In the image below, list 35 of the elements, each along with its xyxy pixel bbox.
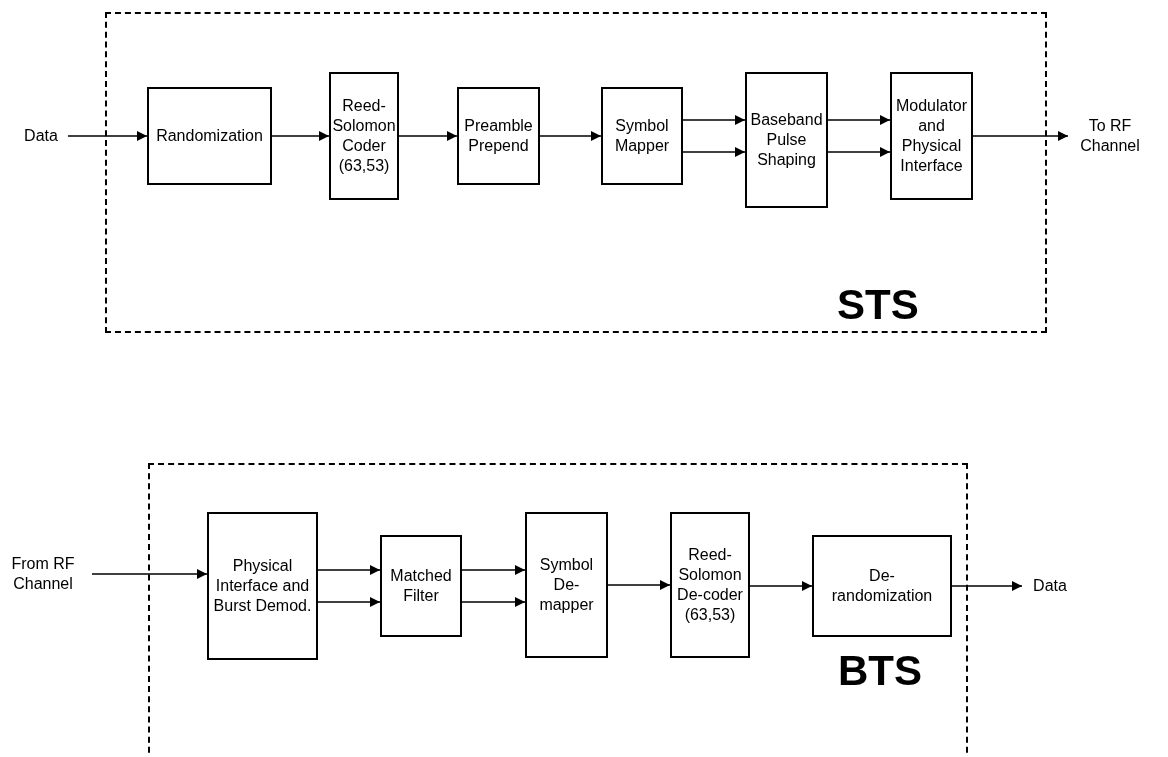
section-label: BTS [838,650,922,692]
io-label: To RF Channel [1074,114,1146,158]
arrow [91,569,208,579]
process-box: Baseband Pulse Shaping [745,72,828,208]
arrow [607,580,671,590]
process-box: Reed- Solomon Coder (63,53) [329,72,399,200]
arrow [317,565,381,575]
arrow [317,597,381,607]
process-box: Physical Interface and Burst Demod. [207,512,318,660]
process-box: Matched Filter [380,535,462,637]
arrow [461,597,526,607]
process-box: Randomization [147,87,272,185]
process-box: Modulator and Physical Interface [890,72,973,200]
process-box: Reed- Solomon De-coder (63,53) [670,512,750,658]
io-label: Data [1028,574,1072,598]
arrow [271,131,330,141]
arrow [398,131,458,141]
arrow [682,115,746,125]
process-box: Preamble Prepend [457,87,540,185]
arrow [827,147,891,157]
arrow [67,131,148,141]
process-box: Symbol Mapper [601,87,683,185]
process-box: De- randomization [812,535,952,637]
arrow [951,581,1023,591]
dashed-boundary [105,12,1047,333]
io-label: From RF Channel [0,552,86,596]
process-box: Symbol De-mapper [525,512,608,658]
arrow [827,115,891,125]
arrow [972,131,1069,141]
arrow [539,131,602,141]
io-label: Data [20,124,62,148]
arrow [682,147,746,157]
arrow [749,581,813,591]
section-label: STS [837,284,919,326]
arrow [461,565,526,575]
